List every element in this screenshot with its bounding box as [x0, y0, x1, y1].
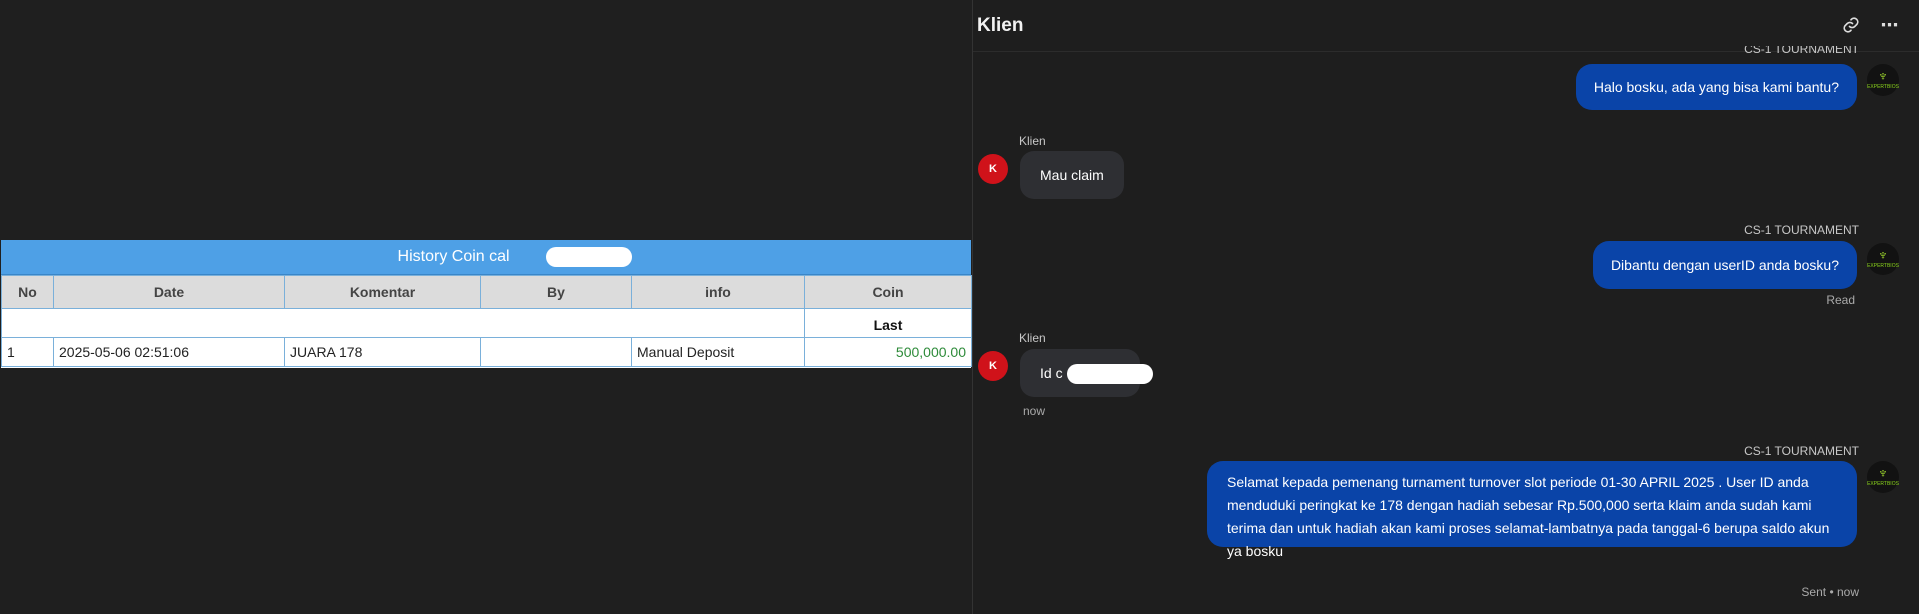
- col-header-coin[interactable]: Coin: [804, 275, 972, 309]
- logo-icon: ♆: [1877, 247, 1889, 264]
- message-bubble-outgoing[interactable]: Dibantu dengan userID anda bosku?: [1592, 241, 1857, 289]
- col-header-no[interactable]: No: [1, 275, 54, 309]
- coin-sub-label: Last: [804, 308, 972, 338]
- chat-title: Klien: [977, 14, 1024, 36]
- redaction-mark: [1067, 364, 1153, 384]
- sender-name-cut: CS-1 TOURNAMENT: [1744, 46, 1859, 56]
- sender-name: CS-1 TOURNAMENT: [1744, 223, 1859, 237]
- sender-name: CS-1 TOURNAMENT: [1744, 444, 1859, 458]
- subheader-empty: [1, 308, 805, 338]
- cell-date: 2025-05-06 02:51:06: [53, 337, 285, 367]
- message-status: Sent • now: [1801, 585, 1859, 599]
- redaction-mark: [546, 247, 632, 267]
- col-header-komentar[interactable]: Komentar: [284, 275, 481, 309]
- table-subheader-row: Last: [1, 308, 972, 338]
- logo-icon: ♆: [1877, 68, 1889, 85]
- message-status: Read: [1826, 293, 1855, 307]
- cell-info: Manual Deposit: [631, 337, 805, 367]
- logo-icon: ♆: [1877, 465, 1889, 482]
- more-horizontal-icon[interactable]: ⋯: [1880, 14, 1900, 35]
- cell-by: [480, 337, 632, 367]
- history-title-bar: History Coin cal vip: [1, 240, 971, 275]
- message-bubble-outgoing[interactable]: Halo bosku, ada yang bisa kami bantu?: [1575, 64, 1857, 110]
- chat-header: Klien ⋯: [973, 0, 1919, 52]
- cs-avatar: ♆ EXPERTBIOS: [1867, 243, 1899, 275]
- sender-name: Klien: [1019, 134, 1046, 148]
- cell-no: 1: [1, 337, 54, 367]
- cell-komentar: JUARA 178: [284, 337, 481, 367]
- cell-coin: 500,000.00: [804, 337, 972, 367]
- cs-avatar-label: EXPERTBIOS: [1867, 84, 1899, 90]
- cs-avatar: ♆ EXPERTBIOS: [1867, 64, 1899, 96]
- cs-avatar-label: EXPERTBIOS: [1867, 481, 1899, 487]
- chat-pane: Klien ⋯ CS-1 TOURNAMENT Halo bosku, ada …: [973, 0, 1919, 614]
- col-header-info[interactable]: info: [631, 275, 805, 309]
- link-icon[interactable]: [1840, 14, 1862, 36]
- message-time: now: [1023, 404, 1046, 418]
- cs-avatar-label: EXPERTBIOS: [1867, 263, 1899, 269]
- history-table: No Date Komentar By info Coin Last 1 202…: [1, 275, 972, 367]
- cs-avatar: ♆ EXPERTBIOS: [1867, 461, 1899, 493]
- history-coin-panel: History Coin cal vip No Date Komentar By…: [1, 240, 972, 368]
- message-bubble-incoming[interactable]: Mau claim: [1020, 151, 1124, 199]
- sender-name: Klien: [1019, 331, 1046, 345]
- col-header-by[interactable]: By: [480, 275, 632, 309]
- col-header-date[interactable]: Date: [53, 275, 285, 309]
- klien-avatar: K: [978, 351, 1008, 381]
- table-header-row: No Date Komentar By info Coin: [1, 275, 972, 309]
- pane-divider: [972, 0, 973, 614]
- klien-avatar: K: [978, 154, 1008, 184]
- table-row[interactable]: 1 2025-05-06 02:51:06 JUARA 178 Manual D…: [1, 337, 972, 367]
- left-pane: History Coin cal vip No Date Komentar By…: [1, 240, 972, 368]
- message-bubble-outgoing[interactable]: Selamat kepada pemenang turnament turnov…: [1207, 461, 1857, 559]
